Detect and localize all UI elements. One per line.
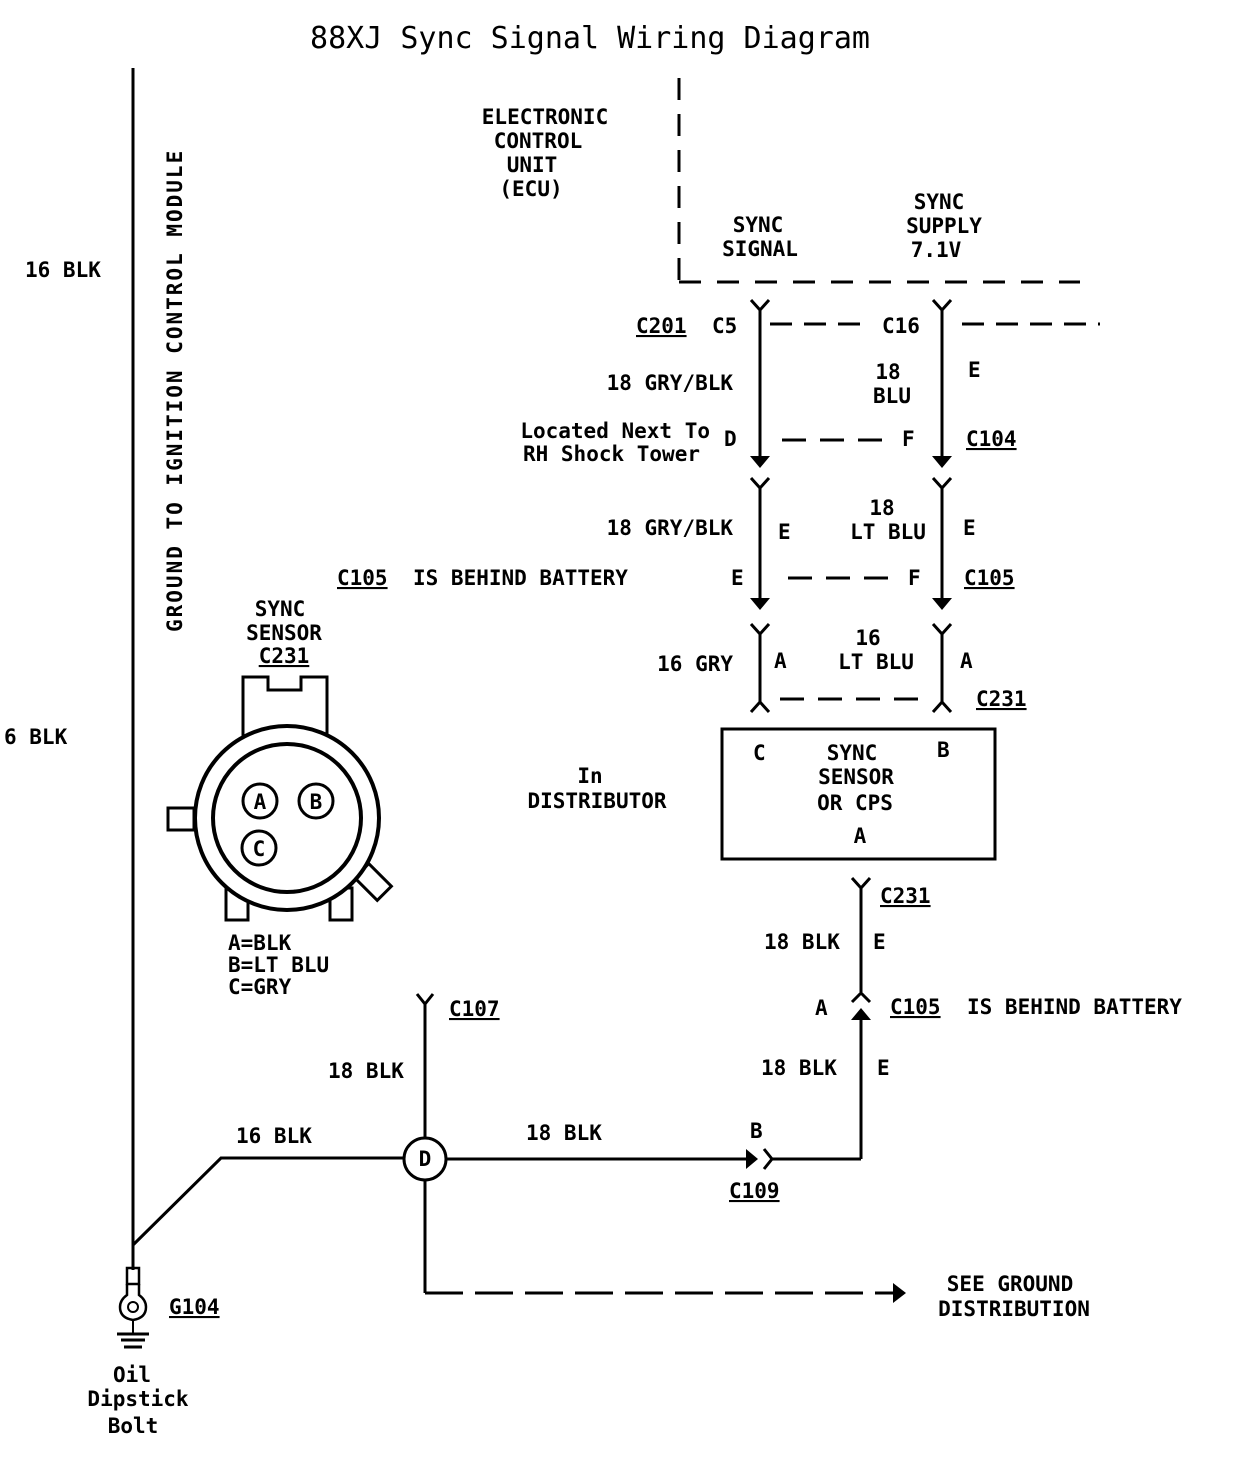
signal-wire3-label: 16 GRY — [657, 652, 733, 676]
left-wire-lower-label: 6 BLK — [4, 725, 68, 749]
svg-text:SIGNAL: SIGNAL — [722, 237, 798, 261]
sensor-box-line3: OR CPS — [817, 791, 893, 815]
ground-pin-c231: E — [873, 930, 886, 954]
svg-text:C: C — [253, 837, 266, 861]
c105-pin-f: F — [908, 566, 921, 590]
left-wire-upper-label: 16 BLK — [25, 258, 101, 282]
supply-wire2-color: LT BLU — [850, 520, 926, 544]
sensor-box-line2: SENSOR — [818, 765, 894, 789]
svg-text:ELECTRONIC: ELECTRONIC — [482, 105, 608, 129]
c105-connector-label-right: C105 — [964, 566, 1015, 590]
supply-wire1-gauge: 18 — [875, 360, 900, 384]
svg-text:UNIT: UNIT — [507, 153, 558, 177]
c107-connector-label: C107 — [449, 997, 500, 1021]
sensor-connector-face-icon — [166, 675, 394, 922]
ground-pin-c105-e: E — [877, 1056, 890, 1080]
signal-wire2-label: 18 GRY/BLK — [607, 516, 734, 540]
c105-note: IS BEHIND BATTERY — [413, 566, 628, 590]
signal-wire3-pin: A — [774, 649, 787, 673]
sensor-connector-title-2: SENSOR — [246, 621, 322, 645]
supply-wire3-color: LT BLU — [838, 650, 914, 674]
ground-eyelet-icon — [117, 1266, 149, 1349]
c5-pin-label: C5 — [712, 314, 737, 338]
c104-location-note-1: Located Next To — [520, 419, 710, 443]
supply-pin-top: E — [968, 358, 981, 382]
signal-wire — [749, 298, 771, 714]
sensor-connector-pin-a: A — [241, 782, 279, 820]
diagram-title: 88XJ Sync Signal Wiring Diagram — [310, 21, 870, 56]
ground-to-icm-label: GROUND TO IGNITION CONTROL MODULE — [163, 149, 187, 632]
sensor-box-line1: SYNC — [827, 741, 878, 765]
sync-sensor-box — [720, 727, 997, 861]
supply-wire — [931, 298, 953, 714]
supply-wire2-gauge: 18 — [869, 496, 894, 520]
sensor-connector-title-1: SYNC — [255, 597, 306, 621]
ground-wire-c105-label: 18 BLK — [761, 1056, 837, 1080]
pin-legend-a: A=BLK — [228, 931, 292, 955]
see-ground-line1: SEE GROUND — [947, 1272, 1073, 1296]
c109-pin-b: B — [750, 1119, 763, 1143]
c105-connector-label-lower: C105 — [890, 995, 941, 1019]
splice-to-ground-wire — [131, 1156, 404, 1247]
sensor-pin-b: B — [937, 738, 950, 762]
supply-pin-bottom: A — [960, 649, 973, 673]
c104-connector-label: C104 — [966, 427, 1017, 451]
c16-pin-label: C16 — [882, 314, 920, 338]
splice-d-label: D — [419, 1147, 432, 1171]
signal-wire1-label: 18 GRY/BLK — [607, 371, 734, 395]
svg-text:B: B — [310, 790, 323, 814]
c231-connector-label-bottom: C231 — [880, 884, 931, 908]
svg-text:SYNC: SYNC — [914, 190, 965, 214]
ground-location-1: Oil — [113, 1363, 151, 1387]
ground-location-2: Dipstick — [87, 1387, 189, 1411]
pin-legend-c: C=GRY — [228, 975, 292, 999]
supply-pin-mid: E — [963, 516, 976, 540]
c104-pin-f: F — [902, 427, 915, 451]
c109-connector-label: C109 — [729, 1179, 780, 1203]
ground-location-3: Bolt — [108, 1414, 159, 1438]
c104-pin-d: D — [724, 427, 737, 451]
ground-distribution-arrow-icon — [893, 1283, 906, 1303]
splice-to-c109-wire-label: 18 BLK — [526, 1121, 602, 1145]
sensor-pin-c: C — [753, 741, 766, 765]
sync-supply-pin-label: SYNC SUPPLY 7.1V — [906, 190, 982, 262]
c231-connector-label-top: C231 — [976, 687, 1027, 711]
sensor-location-1: In — [577, 764, 602, 788]
svg-text:SYNC: SYNC — [733, 213, 784, 237]
supply-wire3-gauge: 16 — [855, 626, 880, 650]
sensor-connector-pin-c: C — [240, 829, 278, 867]
c109-connector — [446, 1148, 774, 1170]
ground-pin-c105-a: A — [815, 996, 828, 1020]
see-ground-line2: DISTRIBUTION — [938, 1297, 1090, 1321]
svg-text:(ECU): (ECU) — [499, 177, 562, 201]
svg-text:A: A — [254, 790, 267, 814]
svg-text:7.1V: 7.1V — [911, 238, 962, 262]
sensor-location-2: DISTRIBUTOR — [527, 789, 666, 813]
sensor-ground-wire — [770, 876, 872, 1161]
sensor-connector-c231: C231 — [259, 644, 310, 668]
pin-legend-b: B=LT BLU — [228, 953, 329, 977]
supply-wire1-color: BLU — [873, 384, 911, 408]
c107-wire-label: 18 BLK — [328, 1059, 404, 1083]
c105-note-lower: IS BEHIND BATTERY — [967, 995, 1182, 1019]
sensor-connector-pin-b: B — [297, 782, 335, 820]
signal-wire2-pin: E — [778, 520, 791, 544]
g104-ground-label: G104 — [169, 1295, 220, 1319]
c104-location-note-2: RH Shock Tower — [523, 442, 700, 466]
svg-text:CONTROL: CONTROL — [494, 129, 583, 153]
ecu-label: ELECTRONIC CONTROL UNIT (ECU) — [482, 105, 608, 201]
sync-signal-pin-label: SYNC SIGNAL — [722, 213, 798, 261]
c105-pin-e: E — [731, 566, 744, 590]
ground-wire-c231-label: 18 BLK — [764, 930, 840, 954]
sensor-pin-a: A — [854, 824, 867, 848]
splice-to-ground-wire-label: 16 BLK — [236, 1124, 312, 1148]
svg-text:SUPPLY: SUPPLY — [906, 214, 982, 238]
c201-connector-label: C201 — [636, 314, 687, 338]
c107-connector — [415, 993, 435, 1007]
c105-connector-label: C105 — [337, 566, 388, 590]
